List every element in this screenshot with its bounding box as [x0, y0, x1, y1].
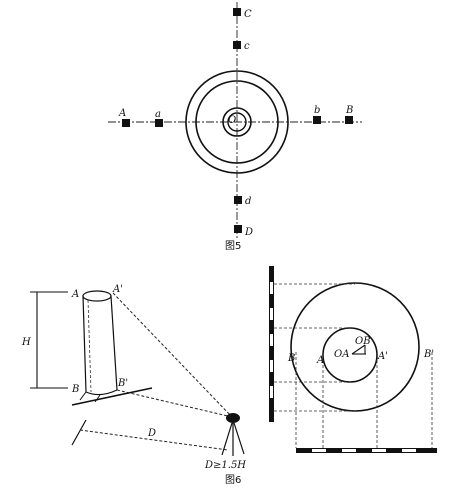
point-b-marker: [313, 116, 321, 124]
label-O: O: [228, 115, 236, 126]
label-A-prime-elev: A': [112, 284, 123, 295]
projection-lines-vertical: [295, 352, 433, 448]
tower-foot-right: [94, 394, 101, 403]
distance-tick-left: [71, 419, 87, 446]
figure-6-elevation: H D A A' B B' D≥1.5H: [21, 284, 246, 471]
label-plan-OB: OB: [355, 336, 371, 347]
label-condition: D≥1.5H: [204, 460, 246, 471]
tower-base-curve: [85, 389, 118, 396]
point-d-marker: [234, 196, 242, 204]
label-B: B: [345, 105, 353, 116]
tower-foot-left: [79, 391, 87, 401]
horizontal-ruler-marks: [312, 449, 416, 452]
point-a-marker: [155, 119, 163, 127]
tripod-leg-left: [221, 422, 233, 456]
label-plan-A-prime: A': [377, 351, 388, 362]
point-C-marker: [233, 8, 241, 16]
label-plan-OA: OA: [334, 349, 349, 360]
label-H: H: [21, 337, 31, 348]
tower-inner-dashed: [87, 299, 92, 393]
label-c: c: [244, 41, 250, 52]
figure-6-plan: B A OA OB A' B': [269, 266, 437, 453]
figure-6-caption: 图6: [225, 474, 241, 486]
label-D-distance: D: [147, 428, 156, 439]
label-plan-B: B: [287, 353, 295, 364]
point-D-marker: [234, 225, 242, 233]
label-a: a: [155, 109, 161, 120]
angle-ray-diagonal: [351, 344, 366, 355]
vertical-ruler-marks: [270, 282, 273, 398]
figure-5-caption: 图5: [225, 240, 241, 252]
horizontal-ruler: [296, 448, 437, 453]
sight-line-top: [112, 292, 233, 418]
tripod-leg-right: [233, 422, 245, 455]
middle-ring-circle: [195, 80, 279, 164]
label-b: b: [314, 105, 320, 116]
label-C: C: [244, 9, 252, 20]
tower-top-ellipse: [82, 290, 112, 302]
point-B-marker: [345, 116, 353, 124]
projection-lines-horizontal: [274, 283, 355, 412]
tower-right-side: [110, 295, 118, 391]
label-D: D: [244, 227, 253, 238]
figure-5: C c A a b B O d D 图5: [108, 2, 362, 252]
label-d: d: [245, 196, 251, 207]
plan-outer-circle: [290, 282, 420, 412]
core-ring-circle: [227, 112, 247, 132]
sight-line-bottom: [116, 389, 233, 418]
outer-ring-circle: [185, 70, 289, 174]
inner-ring-circle: [222, 107, 252, 137]
label-plan-B-prime: B': [423, 349, 434, 360]
point-A-marker: [122, 119, 130, 127]
tower-left-side: [82, 295, 87, 393]
label-B-prime-elev: B': [117, 378, 128, 389]
label-A: A: [118, 108, 126, 119]
instrument-head-icon: [226, 413, 240, 423]
label-B-elev: B: [71, 384, 79, 395]
label-A-elev: A: [71, 289, 79, 300]
ground-line: [71, 387, 153, 406]
label-plan-A: A: [316, 355, 324, 366]
point-c-marker: [233, 41, 241, 49]
